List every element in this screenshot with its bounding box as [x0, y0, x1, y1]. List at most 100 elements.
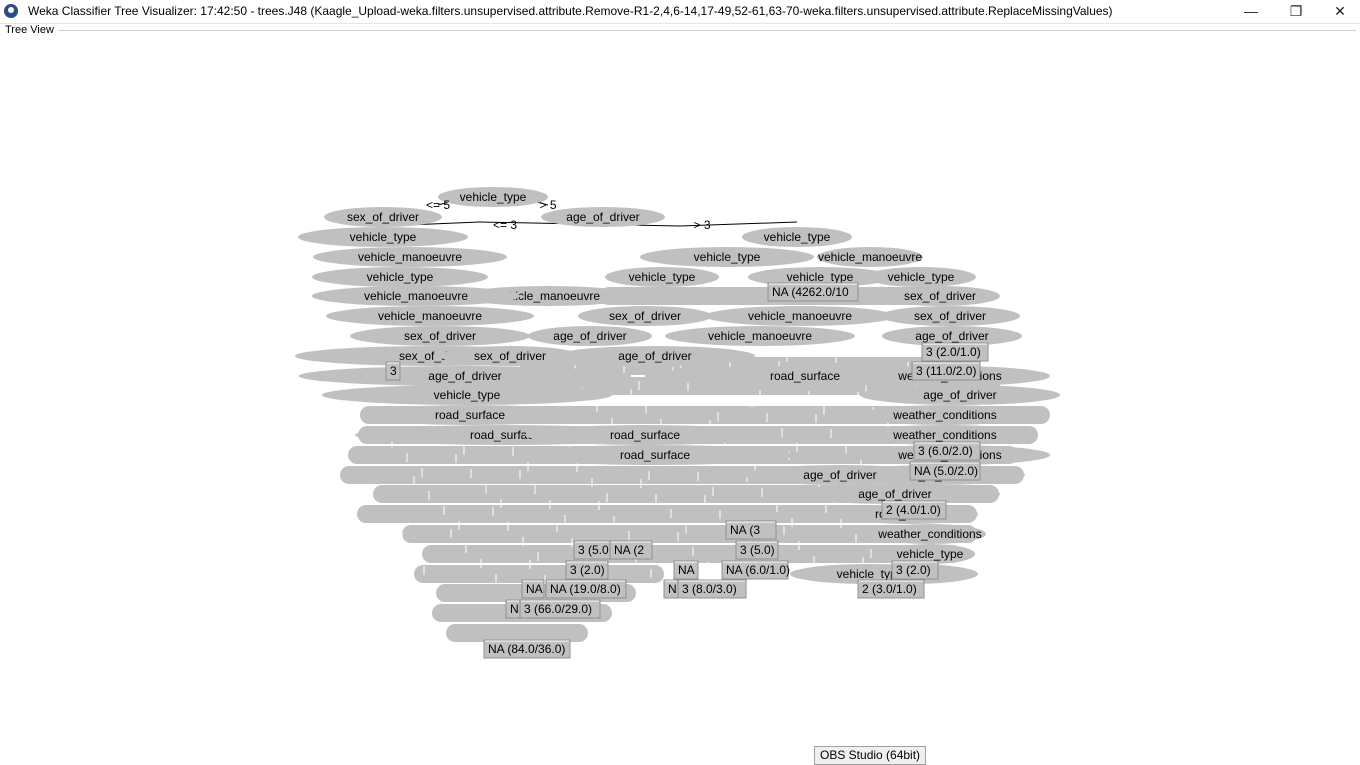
tree-node[interactable]: road_surface [525, 425, 765, 445]
tree-node-ellipse[interactable] [360, 405, 580, 425]
tree-node[interactable]: vehicle_type [748, 267, 892, 287]
tree-leaf[interactable]: NA (3 [725, 520, 777, 540]
tree-node-ellipse[interactable] [742, 227, 852, 247]
tree-leaf[interactable]: 3 (6.0/2.0) [913, 441, 981, 461]
tree-node[interactable]: sex_of_driver [578, 306, 712, 326]
tree-node[interactable]: road_surface [515, 445, 795, 465]
tree-node-ellipse[interactable] [312, 267, 488, 287]
tree-node[interactable]: sex_of_driver [350, 326, 530, 346]
tree-node[interactable]: vehicle_type [605, 267, 719, 287]
tree-leaf[interactable]: NA [521, 579, 545, 599]
tree-node-ellipse[interactable] [640, 247, 814, 267]
tree-leaf-box[interactable] [483, 639, 571, 659]
tree-node[interactable]: road_surface [360, 405, 580, 425]
tree-leaf[interactable]: N [505, 599, 521, 619]
tree-leaf[interactable]: NA (84.0/36.0) [483, 639, 571, 659]
tree-leaf-box[interactable] [385, 361, 401, 381]
tree-node[interactable]: vehicle_manoeuvre [705, 306, 895, 326]
tree-node-ellipse[interactable] [313, 247, 507, 267]
tree-node[interactable]: weather_conditions [855, 425, 1035, 445]
tree-node[interactable]: age_of_driver [745, 465, 935, 485]
tree-leaf-box[interactable] [521, 579, 545, 599]
tree-leaf[interactable]: 3 (66.0/29.0) [519, 599, 601, 619]
tree-node[interactable]: sex_of_driver [440, 346, 580, 366]
tree-node-ellipse[interactable] [578, 306, 712, 326]
tree-leaf[interactable]: 3 (2.0/1.0) [921, 342, 989, 362]
tree-node[interactable]: vehicle_manoeuvre [312, 286, 520, 306]
tree-node-ellipse[interactable] [866, 267, 976, 287]
tree-leaf-box[interactable] [857, 579, 925, 599]
tree-node-ellipse[interactable] [324, 207, 442, 227]
tree-node-ellipse[interactable] [860, 385, 1060, 405]
tree-node-ellipse[interactable] [525, 425, 765, 445]
tree-node[interactable]: vehicle_type [312, 267, 488, 287]
tree-node-ellipse[interactable] [705, 306, 895, 326]
tree-node[interactable]: vehicle_type [640, 247, 814, 267]
tree-node[interactable]: vehicle_type [742, 227, 852, 247]
tree-node[interactable]: vehicle_manoeuvre [817, 247, 923, 267]
tree-node-ellipse[interactable] [880, 306, 1020, 326]
tree-node-ellipse[interactable] [312, 286, 520, 306]
tree-leaf-box[interactable] [673, 560, 699, 580]
tree-node-ellipse[interactable] [438, 187, 548, 207]
tree-node-ellipse[interactable] [322, 385, 612, 405]
tree-leaf-box[interactable] [909, 461, 981, 481]
tree-node-ellipse[interactable] [528, 326, 652, 346]
tree-leaf[interactable]: 3 (5.0) [735, 540, 779, 560]
tree-leaf-box[interactable] [609, 540, 653, 560]
tree-node-ellipse[interactable] [555, 346, 755, 366]
tree-node[interactable]: vehicle_type [866, 267, 976, 287]
tree-node-ellipse[interactable] [748, 267, 892, 287]
tree-leaf-box[interactable] [921, 342, 989, 362]
tree-leaf-box[interactable] [881, 500, 947, 520]
tree-leaf-box[interactable] [913, 441, 981, 461]
tree-node[interactable]: sex_of_driver [880, 286, 1000, 306]
tree-node[interactable]: age_of_driver [555, 346, 755, 366]
tree-leaf-box[interactable] [565, 560, 609, 580]
tree-leaf[interactable]: NA (2 [609, 540, 653, 560]
tree-leaf[interactable]: 3 (8.0/3.0) [677, 579, 747, 599]
tree-node[interactable]: weather_conditions [874, 524, 986, 544]
tree-leaf[interactable]: 2 (4.0/1.0) [881, 500, 947, 520]
tree-leaf[interactable]: N [663, 579, 679, 599]
tree-leaf[interactable]: NA [673, 560, 699, 580]
tree-node[interactable]: vehicle_type [438, 187, 548, 207]
close-button[interactable]: ✕ [1334, 3, 1346, 19]
tree-node[interactable]: age_of_driver [882, 326, 1022, 346]
tree-node-ellipse[interactable] [299, 366, 631, 386]
tree-node-ellipse[interactable] [745, 465, 935, 485]
tree-node-ellipse[interactable] [298, 227, 468, 247]
tree-leaf-box[interactable] [735, 540, 779, 560]
tree-node-ellipse[interactable] [885, 544, 975, 564]
tree-leaf-box[interactable] [725, 520, 777, 540]
tree-node[interactable]: sex_of_driver [880, 306, 1020, 326]
tree-node[interactable]: vehicle_manoeuvre [665, 326, 855, 346]
tree-leaf-box[interactable] [891, 560, 939, 580]
tree-node-ellipse[interactable] [440, 346, 580, 366]
tree-node[interactable]: age_of_driver [299, 366, 631, 386]
minimize-button[interactable]: — [1244, 3, 1258, 19]
tree-node-ellipse[interactable] [855, 425, 1035, 445]
tree-node[interactable]: vehicle_type [298, 227, 468, 247]
tree-node[interactable]: sex_of_driver [324, 207, 442, 227]
tree-node-ellipse[interactable] [350, 326, 530, 346]
tree-node[interactable]: weather_conditions [860, 405, 1030, 425]
tree-node[interactable]: age_of_driver [790, 484, 1000, 504]
tree-leaf-box[interactable] [767, 282, 859, 302]
tree-leaf[interactable]: 3 [385, 361, 401, 381]
tree-leaf-box[interactable] [721, 560, 789, 580]
tree-leaf[interactable]: 3 (2.0) [891, 560, 939, 580]
tree-leaf[interactable]: 3 (11.0/2.0) [911, 361, 981, 381]
tree-node-ellipse[interactable] [882, 326, 1022, 346]
tree-node[interactable]: vehicle_type [322, 385, 612, 405]
tree-node-ellipse[interactable] [790, 484, 1000, 504]
tree-leaf-box[interactable] [911, 361, 981, 381]
maximize-button[interactable]: ❐ [1289, 3, 1303, 19]
tree-node-ellipse[interactable] [874, 524, 986, 544]
tree-node[interactable]: vehicle_type [885, 544, 975, 564]
tree-node-ellipse[interactable] [817, 247, 923, 267]
tree-leaf[interactable]: NA (19.0/8.0) [545, 579, 627, 599]
tree-node[interactable]: age_of_driver [528, 326, 652, 346]
tree-leaf[interactable]: 2 (3.0/1.0) [857, 579, 925, 599]
